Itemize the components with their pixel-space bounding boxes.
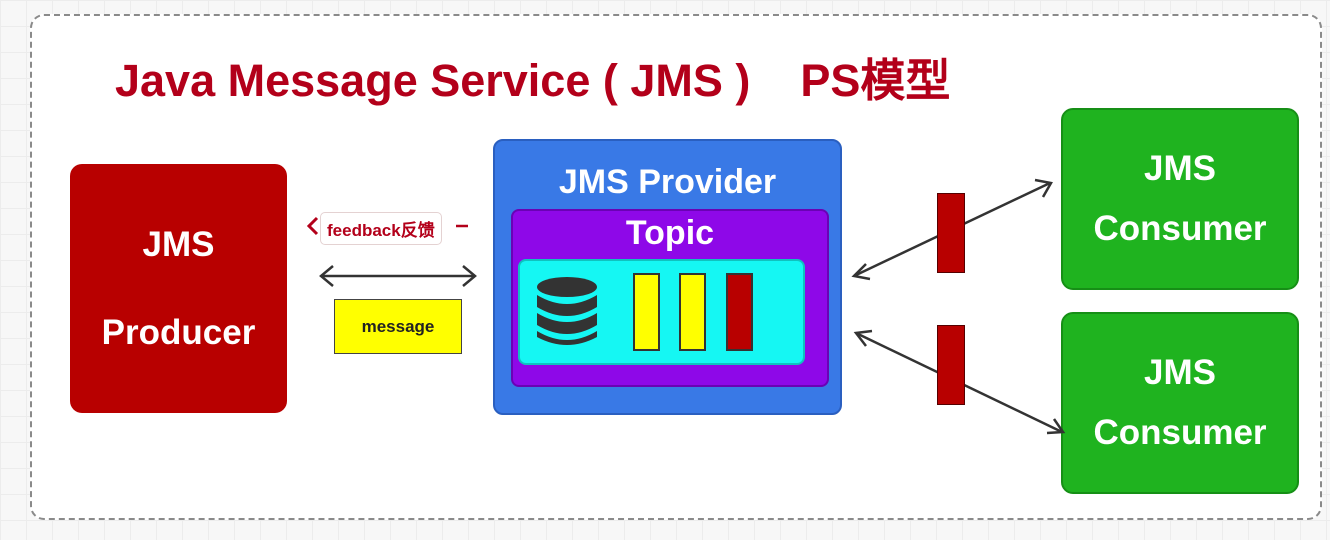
feedback-label: feedback反馈 [320, 212, 442, 245]
message-slot [679, 273, 706, 351]
producer-label-line2: Producer [101, 312, 256, 352]
message-double-arrow [319, 265, 477, 287]
message-label: message [334, 299, 462, 354]
jms-consumer-box-2: JMS Consumer [1061, 312, 1299, 494]
topic-message-block-1 [937, 193, 965, 273]
producer-label-line1: JMS [142, 224, 215, 264]
database-icon [537, 277, 597, 345]
feedback-arrow [306, 216, 468, 236]
topic-box: Topic [511, 209, 829, 387]
diagram-title: Java Message Service ( JMS ) PS模型 [115, 55, 951, 106]
consumer-2-label-line2: Consumer [1093, 413, 1267, 452]
jms-provider-box: JMS Provider Topic [493, 139, 842, 415]
consumer-1-label-line1: JMS [1144, 148, 1216, 188]
topic-queue [518, 259, 805, 365]
consumer-2-label-line1: JMS [1144, 352, 1216, 392]
consumer-1-label-line2: Consumer [1093, 209, 1267, 248]
provider-title: JMS Provider [558, 163, 777, 201]
topic-message-block-2 [937, 325, 965, 405]
jms-producer-box: JMS Producer [70, 164, 287, 413]
topic-title: Topic [625, 214, 715, 252]
jms-consumer-box-1: JMS Consumer [1061, 108, 1299, 290]
message-slot [726, 273, 753, 351]
message-slot [633, 273, 660, 351]
